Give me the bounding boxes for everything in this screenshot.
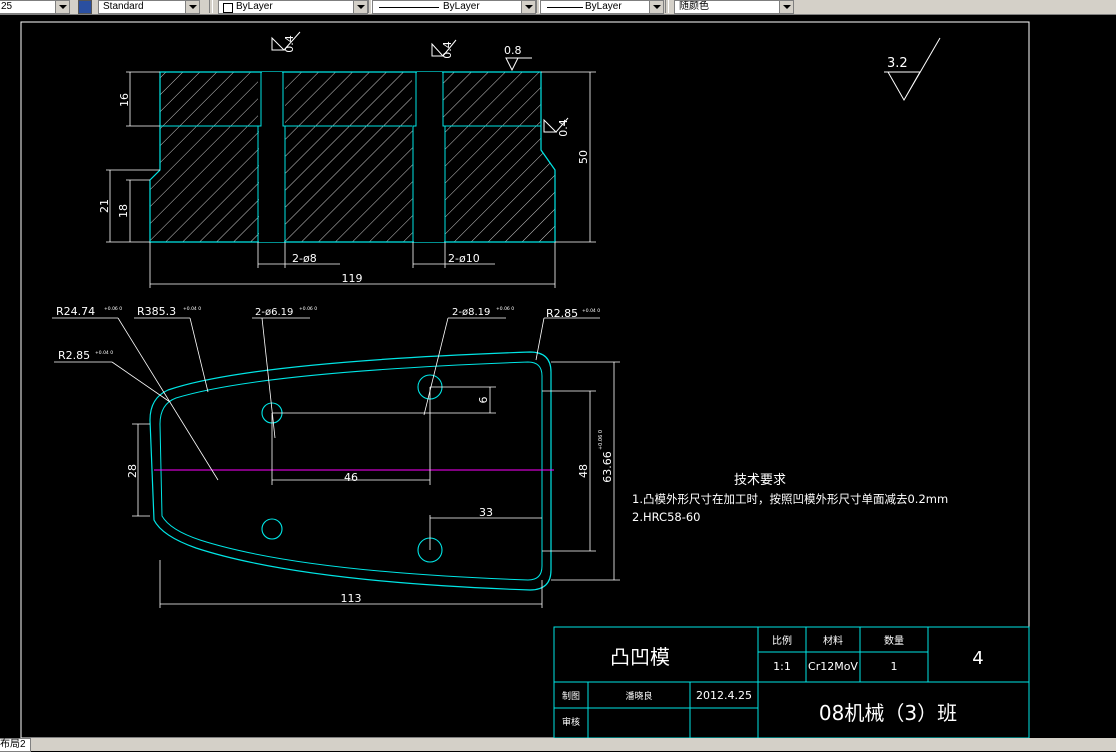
lineweight-value: ByLayer — [585, 1, 622, 12]
callout-r385-3: R385.3 — [137, 305, 176, 318]
callout-r2-85-left: R2.85 — [58, 349, 90, 362]
callout-r24-74-tolerance: +0.06 0 — [104, 306, 122, 312]
dim-16: 16 — [118, 93, 131, 107]
callout-r2-85-right: R2.85 — [546, 307, 578, 320]
drawing-canvas[interactable]: 16 21 18 50 119 2-ø8 2-ø10 0.4 0.4 0.8 0… — [0, 14, 1116, 739]
chevron-down-icon[interactable] — [649, 1, 663, 13]
tab-layout2[interactable]: 布局2 — [0, 738, 31, 752]
linetype-value: ByLayer — [443, 1, 480, 12]
linetype-dropdown[interactable]: ByLayer — [372, 0, 536, 14]
plot-style-dropdown[interactable]: 随颜色 — [674, 0, 794, 14]
class-name: 08机械（3）班 — [819, 701, 957, 725]
toolbar-separator — [536, 0, 540, 13]
text-style-icon[interactable] — [78, 0, 92, 14]
tech-requirement-1: 1.凸模外形尺寸在加工时，按照凹模外形尺寸单面减去0.2mm — [632, 492, 948, 506]
toolbar-separator — [665, 0, 669, 13]
roughness-mark-2: 0.4 — [441, 41, 454, 59]
layout-tab-bar: 布局2 — [0, 738, 1116, 752]
properties-toolbar: 25 Standard ByLayer ByLayer ByLayer 随颜色 — [0, 0, 1116, 15]
callout-r2-85-right-tolerance: +0.04 0 — [582, 308, 600, 314]
toolbar-separator — [368, 0, 372, 13]
general-roughness-symbol: 3.2 — [884, 37, 941, 102]
chevron-down-icon[interactable] — [353, 1, 367, 13]
dim-48: 48 — [577, 464, 590, 478]
roughness-mark-3: 0.8 — [504, 44, 522, 57]
color-swatch-icon — [223, 3, 233, 13]
dim-18: 18 — [117, 204, 130, 218]
layer-color-value: ByLayer — [236, 1, 273, 12]
part-name: 凸凹模 — [610, 645, 670, 669]
roughness-mark-4: 0.4 — [557, 119, 570, 137]
dim-hole-10: 2-ø10 — [448, 252, 480, 265]
dim-33: 33 — [479, 506, 493, 519]
quantity-label: 数量 — [884, 634, 904, 647]
quantity-value: 1 — [891, 660, 898, 673]
callout-hole-8-19: 2-ø8.19 — [452, 307, 490, 318]
title-block: 凸凹模 比例 材料 数量 1:1 Cr12MoV 1 4 制图 潘晓良 2012… — [553, 626, 1030, 739]
dim-63-66-tolerance: +0.06 0 — [598, 430, 604, 450]
tech-requirement-2: 2.HRC58-60 — [632, 510, 700, 524]
roughness-value-3-2: 3.2 — [887, 56, 908, 71]
toolbar-separator — [209, 0, 213, 13]
callout-r2-85-left-tolerance: +0.04 0 — [95, 350, 113, 356]
callout-r385-3-tolerance: +0.04 0 — [183, 306, 201, 312]
dim-hole-8: 2-ø8 — [292, 252, 317, 265]
material-value: Cr12MoV — [808, 660, 858, 673]
drawn-by: 潘晓良 — [625, 690, 652, 702]
dim-113: 113 — [341, 592, 362, 605]
checked-label: 审核 — [562, 716, 580, 728]
dim-46: 46 — [344, 471, 358, 484]
callout-r24-74: R24.74 — [56, 305, 95, 318]
tech-requirements-title: 技术要求 — [734, 473, 786, 488]
dim-21: 21 — [98, 199, 111, 213]
scale-value: 1:1 — [773, 660, 791, 673]
material-label: 材料 — [823, 634, 843, 647]
sheet-number: 4 — [972, 648, 983, 669]
drawn-label: 制图 — [562, 690, 580, 702]
callout-hole-8-19-tolerance: +0.06 0 — [496, 306, 514, 312]
drawing-date: 2012.4.25 — [696, 689, 752, 702]
dim-50: 50 — [577, 150, 590, 164]
chevron-down-icon[interactable] — [185, 1, 199, 13]
scale-label: 比例 — [772, 634, 792, 647]
callout-hole-6-19-tolerance: +0.06 0 — [299, 306, 317, 312]
callout-hole-6-19: 2-ø6.19 — [255, 307, 293, 318]
roughness-mark-1: 0.4 — [283, 35, 296, 53]
text-style-dropdown[interactable]: Standard — [98, 0, 200, 14]
plan-view: 28 46 6 48 63.66 +0.06 0 33 113 R24.74 +… — [52, 305, 620, 608]
chevron-down-icon[interactable] — [521, 1, 535, 13]
dim-63-66: 63.66 — [601, 451, 614, 483]
linetype-sample — [379, 7, 439, 8]
lineweight-sample — [547, 7, 583, 8]
dim-28: 28 — [126, 464, 139, 478]
dim-119: 119 — [342, 272, 363, 285]
chevron-down-icon[interactable] — [55, 1, 69, 13]
text-style-value: Standard — [103, 1, 144, 12]
dimension-style-value: 25 — [1, 1, 13, 12]
section-view: 16 21 18 50 119 2-ø8 2-ø10 0.4 0.4 0.8 0… — [98, 31, 596, 288]
lineweight-dropdown[interactable]: ByLayer — [540, 0, 664, 14]
dimension-style-dropdown[interactable]: 25 — [0, 0, 70, 14]
plot-style-value: 随颜色 — [679, 1, 709, 12]
dim-6: 6 — [477, 397, 490, 404]
chevron-down-icon[interactable] — [779, 1, 793, 13]
layer-color-dropdown[interactable]: ByLayer — [218, 0, 368, 14]
technical-requirements: 技术要求 1.凸模外形尺寸在加工时，按照凹模外形尺寸单面减去0.2mm 2.HR… — [632, 473, 948, 524]
